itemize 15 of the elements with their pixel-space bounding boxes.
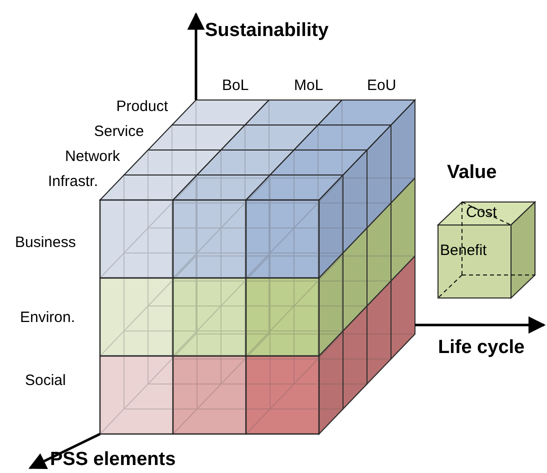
row-label: Business — [15, 234, 76, 252]
column-label: EoU — [367, 77, 396, 95]
column-label: BoL — [222, 77, 249, 95]
cube-label: Benefit — [440, 242, 487, 260]
axis-title: Sustainability — [205, 20, 329, 42]
layer-label: Service — [94, 123, 144, 141]
layer-label: Network — [64, 148, 120, 166]
layer-label: Infrastr. — [48, 173, 98, 191]
cube-title: Value — [447, 162, 497, 184]
row-label: Social — [25, 372, 66, 390]
cube-label: Cost — [466, 204, 497, 222]
axis-title: Life cycle — [438, 337, 525, 359]
layer-label: Product — [116, 98, 168, 116]
column-label: MoL — [294, 77, 324, 95]
row-label: Environ. — [20, 309, 76, 327]
